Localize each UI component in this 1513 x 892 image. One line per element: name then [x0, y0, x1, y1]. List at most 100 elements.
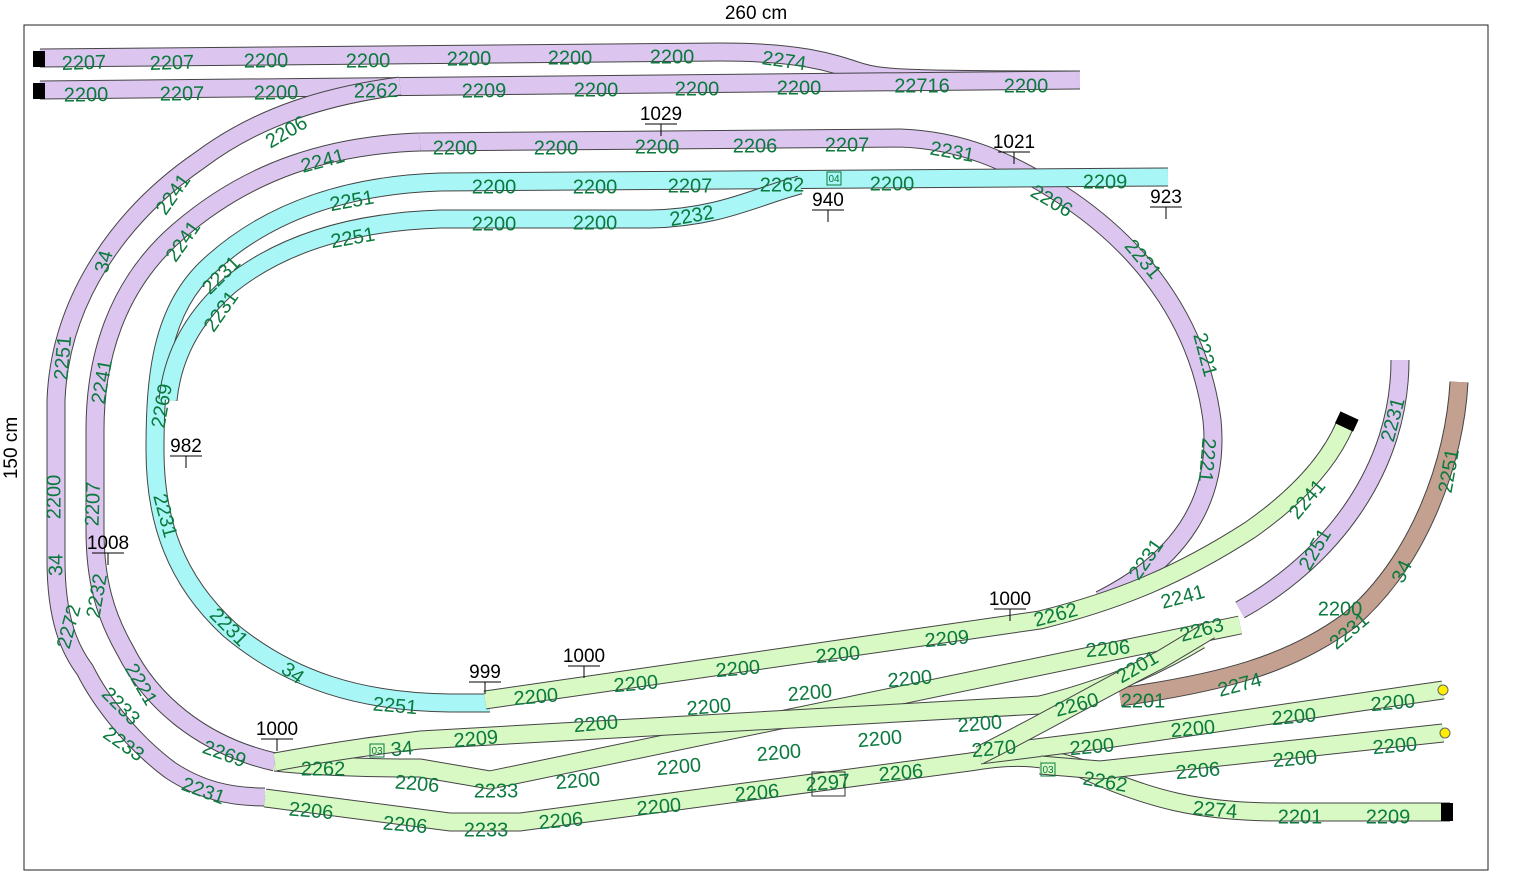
track-part-label: 2209 — [1366, 806, 1411, 828]
switch-box — [369, 743, 385, 758]
decoupler-icon — [811, 771, 846, 797]
height-label: 999 — [469, 662, 501, 683]
height-label: 923 — [1150, 187, 1182, 208]
track-part-label: 2200 — [534, 137, 579, 159]
height-marker: 923 — [1150, 187, 1182, 219]
track-part-label: 2200 — [787, 680, 833, 706]
track-part-label: 2200 — [254, 82, 299, 105]
track-part-label: 2206 — [1175, 758, 1221, 784]
height-label: 1000 — [563, 646, 605, 667]
track-siding-top-2 — [39, 71, 1079, 99]
track-part-label: 2206 — [394, 771, 440, 797]
height-label: 940 — [812, 190, 844, 211]
track-part-label: 2200 — [1370, 690, 1416, 716]
track-part-label: 2207 — [149, 52, 194, 76]
track-part-label: 2207 — [82, 481, 106, 526]
height-marker: 982 — [170, 436, 202, 468]
track-part-label: 2200 — [686, 694, 732, 720]
track-part-label: 2200 — [447, 48, 492, 71]
track-part-label: 2206 — [288, 798, 334, 824]
track-part-label: 2251 — [372, 693, 418, 719]
switch-label: 03 — [371, 746, 383, 757]
height-marker: 1008 — [87, 533, 129, 565]
height-marker: 1021 — [993, 132, 1035, 164]
height-marker: 1000 — [989, 589, 1031, 621]
track-part-label: 2201 — [1121, 690, 1166, 712]
track-part-label: 2206 — [538, 808, 584, 834]
track-part-label: 2200 — [870, 173, 915, 195]
track-part-label: 2200 — [957, 711, 1003, 737]
buffer-icon — [33, 51, 45, 67]
track-part-label: 2241 — [298, 145, 347, 178]
switch-label: 04 — [828, 174, 840, 185]
track-second-loop-left — [86, 133, 421, 771]
track-part-label: 2262 — [1031, 599, 1080, 632]
height-label: 1000 — [989, 589, 1031, 610]
track-part-label: 2200 — [64, 84, 109, 107]
track-part-label: 2207 — [61, 52, 106, 76]
track-part-label: 2251 — [50, 335, 76, 381]
track-part-label: 2274 — [1192, 797, 1238, 823]
track-part-label: 2200 — [1069, 734, 1115, 760]
track-part-label: 2200 — [756, 740, 802, 766]
track-part-label: 34 — [45, 554, 67, 576]
buffer-icon — [1441, 803, 1453, 821]
track-part-label: 2200 — [777, 77, 822, 99]
track-part-label: 2221 — [1194, 437, 1220, 483]
track-part-label: 2233 — [464, 819, 509, 841]
track-part-label: 2262 — [354, 80, 399, 103]
switch-box — [826, 171, 842, 186]
track-part-label: 2209 — [924, 626, 970, 652]
track-outer-loop — [47, 77, 402, 806]
track-brown-spur — [1118, 381, 1468, 706]
track-part-label: 2200 — [656, 754, 702, 780]
track-part-label: 2200 — [433, 137, 478, 159]
track-part-label: 2209 — [453, 726, 499, 752]
track-part-label: 2200 — [635, 136, 680, 158]
height-markers: 1029 1021 940 923 982 1008 1000 999 1000 1000 — [87, 104, 1182, 751]
track-part-label: 2200 — [887, 666, 933, 692]
height-marker: 1000 — [563, 646, 605, 678]
track-part-label: 2200 — [1004, 75, 1049, 97]
track-inner-loop-2 — [159, 176, 803, 401]
switch-label: 03 — [1042, 765, 1054, 776]
track-part-label: 2200 — [573, 176, 618, 198]
track-part-label: 2206 — [734, 780, 780, 806]
width-dimension: 260 cm — [725, 3, 787, 24]
track-part-label: 2262 — [760, 174, 805, 196]
track-part-label: 2200 — [244, 50, 289, 73]
track-green-xover — [976, 622, 1215, 763]
track-green-main-1 — [483, 421, 1353, 709]
track-part-label: 2262 — [301, 758, 346, 780]
track-part-label: 2200 — [574, 79, 619, 101]
track-part-label: 2200 — [1170, 716, 1216, 742]
track-part-label: 2297 — [805, 770, 851, 796]
track-part-label: 2200 — [1272, 746, 1318, 772]
height-dimension: 150 cm — [1, 417, 22, 479]
track-part-label: 2206 — [733, 135, 778, 157]
track-part-label: 2209 — [1083, 171, 1128, 193]
track-part-label: 2207 — [160, 83, 205, 106]
track-part-label: 34 — [390, 737, 414, 761]
track-part-label: 2231 — [1377, 395, 1410, 444]
track-right-spur-purple — [1235, 359, 1409, 618]
buffer-icon — [33, 83, 45, 99]
cyan-tracks — [145, 167, 1169, 713]
switch-box — [1040, 762, 1056, 777]
track-part-label: 2200 — [346, 50, 391, 73]
buffers — [33, 51, 1453, 821]
track-inner-loop — [146, 168, 1169, 712]
track-part-label: 2207 — [825, 134, 870, 156]
track-part-label: 2200 — [472, 176, 517, 198]
track-part-label: 22716 — [894, 75, 950, 97]
track-part-label: 2206 — [382, 812, 428, 838]
track-part-label: 2206 — [878, 760, 924, 786]
track-green-yard-1 — [978, 681, 1445, 764]
track-part-label: 2200 — [715, 656, 761, 682]
track-part-label: 2200 — [815, 642, 861, 668]
track-part-label: 2200 — [43, 475, 65, 520]
height-marker: 1029 — [640, 104, 682, 136]
height-label: 982 — [170, 436, 202, 457]
height-label: 1000 — [256, 719, 298, 740]
